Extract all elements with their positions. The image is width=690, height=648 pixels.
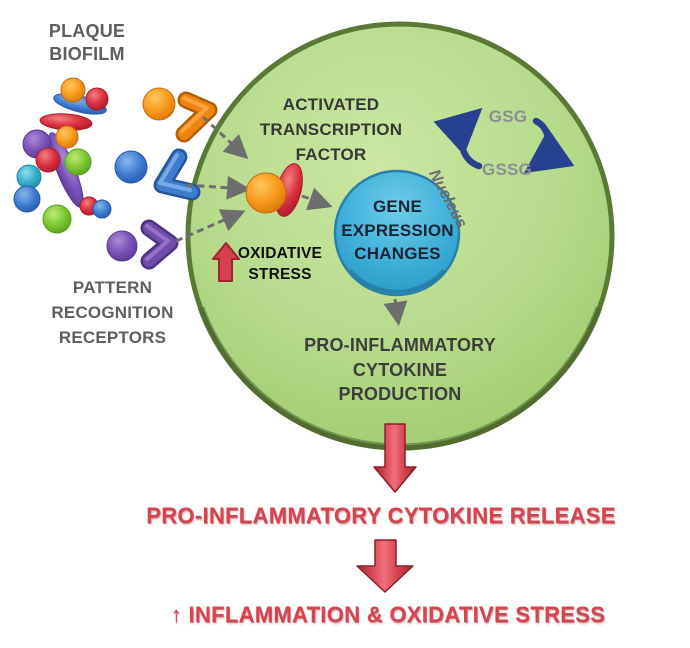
nucleus-circle bbox=[333, 169, 461, 297]
signal-dashed-arrows bbox=[175, 115, 408, 326]
activated-transcription-factor-label: ACTIVATED TRANSCRIPTION FACTOR bbox=[259, 95, 403, 164]
gene-expression-changes-label: GENE EXPRESSION CHANGES bbox=[341, 197, 454, 263]
plaque-biofilm-label: PLAQUE BIOFILM bbox=[48, 21, 126, 64]
cytokine-release-arrow bbox=[373, 423, 417, 493]
signal-arrow-nucleus-to-cytokine bbox=[383, 298, 408, 326]
gsg-cycle-left-arrow bbox=[433, 107, 483, 170]
plaque-biofilm-cluster bbox=[13, 77, 112, 234]
inflammation-arrow bbox=[356, 539, 414, 593]
cytokine-release-label: PRO-INFLAMMATORY CYTOKINE RELEASE bbox=[146, 503, 616, 528]
gsg-cycle-arrows bbox=[433, 107, 575, 174]
gsg-label: GSG bbox=[488, 107, 528, 126]
blue-receptor-icon bbox=[153, 148, 201, 201]
oxidative-stress-up-arrow bbox=[212, 242, 240, 282]
signal-arrow-from-purple-receptor bbox=[175, 209, 246, 243]
transcription-factor-shape bbox=[245, 163, 303, 217]
cytokine-production-label: PRO-INFLAMMATORY CYTOKINE PRODUCTION bbox=[304, 335, 496, 404]
oxidative-stress-label: OXIDATIVE STRESS bbox=[237, 245, 323, 283]
gssg-label: GSSG bbox=[482, 160, 532, 179]
inflammation-oxidative-stress-label: ↑ INFLAMMATION & OXIDATIVE STRESS bbox=[170, 602, 606, 627]
gsg-cycle-right-arrow bbox=[523, 117, 575, 174]
pattern-recognition-receptors-label: PATTERN RECOGNITION RECEPTORS bbox=[51, 278, 174, 347]
signal-arrow-tf-to-nucleus bbox=[301, 187, 333, 211]
signal-arrow-from-blue-receptor bbox=[185, 175, 251, 200]
orange-receptor-icon bbox=[175, 91, 218, 143]
orange-ligand-sphere bbox=[142, 87, 176, 121]
purple-receptor-icon bbox=[140, 219, 179, 270]
blue-ligand-sphere bbox=[114, 150, 148, 184]
signal-arrow-from-orange-receptor bbox=[201, 115, 249, 160]
purple-ligand-sphere bbox=[106, 230, 138, 262]
